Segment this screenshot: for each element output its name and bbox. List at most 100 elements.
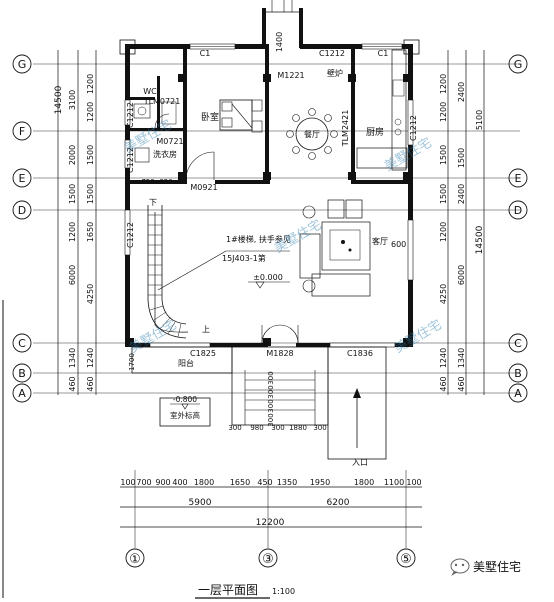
dim-bottom-6: 450 [257, 478, 272, 487]
dim-step-v-1: 300 [267, 385, 275, 398]
dim-bottom-7: 1350 [277, 478, 297, 487]
drawing-title: 一层平面图 [198, 583, 258, 597]
axis-label-c-right: C [514, 337, 522, 350]
c1212-stair-label: C1212 [126, 222, 135, 248]
axis-label-e-left: E [19, 172, 26, 185]
dim-bottom-9: 1800 [354, 478, 374, 487]
living-room-sofa [299, 199, 371, 297]
kitchen-counter [356, 49, 408, 171]
axis-bubbles-left [12, 54, 32, 403]
watermark-5: 美墅住宅 [392, 317, 445, 356]
laundry-label: 洗衣房 [153, 149, 177, 159]
dim-step-v-0: 300 [267, 371, 275, 384]
axis-label-f-left: F [19, 125, 25, 138]
dim-bottom-1: 700 [136, 478, 151, 487]
dim-right-inner-7: 460 [439, 376, 448, 391]
axis-label-g-right: G [514, 58, 523, 71]
dim-bottom-4: 1800 [194, 478, 214, 487]
dim-step-4: 300 [313, 424, 326, 432]
dim-step-1: 980 [250, 424, 263, 432]
stair-note-line1: 1#楼梯, 扶手参见 [226, 234, 291, 244]
dim-step-2: 300 [271, 424, 284, 432]
outdoor-elevation: -0.800 [173, 395, 197, 404]
dim-left-inner-3: 1500 [86, 184, 95, 204]
c1836-label: C1836 [347, 349, 373, 358]
chat-bubble-icon [450, 558, 470, 576]
dim-step-v-3: 300 [267, 413, 275, 426]
axis-label-1: ① [129, 552, 141, 567]
dim-left-outer-3: 1200 [68, 222, 77, 242]
dim-left-inner-6: 1240 [86, 348, 95, 368]
rear-door-projection [262, 0, 303, 48]
stove-label: 壁炉 [327, 68, 343, 78]
axis-label-d-right: D [514, 204, 522, 217]
dim-left-inner-4: 1650 [86, 222, 95, 242]
staircase [147, 205, 189, 339]
c1-right-label: C1 [378, 49, 389, 58]
dim-right-inner-1: 1200 [439, 102, 448, 122]
dim-bottom-11: 100 [406, 478, 421, 487]
dim-left-outer-1: 2000 [68, 145, 77, 165]
entrance-label: 入口 [352, 458, 368, 467]
axis-label-a-left: A [18, 387, 26, 400]
dim-1700: 1700 [128, 353, 136, 371]
stair-note-leader [157, 250, 290, 291]
dim-left-outer-2: 1500 [68, 184, 77, 204]
c1212-top-label: C1212 [319, 49, 345, 58]
dim-right-outer-1: 1500 [457, 148, 466, 168]
outdoor-level-box [159, 397, 211, 427]
bedroom-furniture [219, 99, 263, 133]
brand-label: 美墅住宅 [473, 559, 521, 574]
axis-label-b-left: B [18, 367, 26, 380]
interior-walls [125, 44, 413, 346]
windows [124, 43, 414, 348]
dim-step-3: 1880 [289, 424, 307, 432]
c1212-left-label: C1212 [126, 102, 135, 128]
left-dimension-lines [57, 50, 97, 395]
dim-bottom-5: 1650 [230, 478, 250, 487]
dim-left-inner-5: 4250 [86, 284, 95, 304]
axis-label-c-left: C [18, 337, 26, 350]
dim-step-v-2: 300 [267, 399, 275, 412]
dim-right-inner-3: 1500 [439, 184, 448, 204]
dim-left-outer-4: 6000 [68, 265, 77, 285]
c1212-right-label: C1212 [409, 115, 418, 141]
tlm0721-label: TLM0721 [143, 97, 181, 106]
front-steps [131, 346, 387, 460]
balcony-label: 阳台 [178, 358, 194, 368]
dim-right-mid-0: 5100 [475, 110, 484, 130]
dining-label: 餐厅 [304, 130, 320, 139]
dim-600: 600 [391, 240, 406, 249]
axis-label-5: ⑤ [400, 552, 412, 567]
outdoor-level-label: 室外标高 [170, 410, 200, 420]
dim-right-outer-0: 2400 [457, 82, 466, 102]
m0721-label: M0721 [156, 137, 183, 146]
tlm2421-label: TLM2421 [341, 110, 350, 148]
bottom-dimension-lines [120, 486, 422, 528]
kitchen-label: 厨房 [366, 126, 384, 138]
c1-left-label: C1 [200, 49, 211, 58]
dim-right-inner-2: 1500 [439, 145, 448, 165]
vertical-grid-lines [134, 470, 407, 548]
drawing-scale: 1:100 [272, 587, 295, 596]
dim-left-inner-7: 460 [86, 376, 95, 391]
dim-right-inner-0: 1200 [439, 74, 448, 94]
dim-right-inner-5: 4250 [439, 284, 448, 304]
dining-table [286, 108, 338, 160]
dim-bottom-total: 12200 [256, 518, 285, 528]
m1828-label: M1828 [266, 349, 293, 358]
floor-elevation-mark [248, 281, 290, 289]
axis-label-d-left: D [18, 204, 26, 217]
c1825-label: C1825 [190, 349, 216, 358]
dim-right-inner-6: 1240 [439, 348, 448, 368]
dim-left-inner-0: 1200 [86, 74, 95, 94]
dim-bottom-6200: 6200 [327, 498, 350, 508]
laundry-fixtures [133, 101, 177, 163]
dim-step-0: 300 [228, 424, 241, 432]
axis-bubbles-right [508, 54, 528, 403]
dim-left-total: 14500 [54, 85, 64, 114]
axis-label-b-right: B [514, 367, 522, 380]
dim-right-outer-5: 460 [457, 376, 466, 391]
stair-note-line2: 15J403-1第 [222, 253, 266, 263]
